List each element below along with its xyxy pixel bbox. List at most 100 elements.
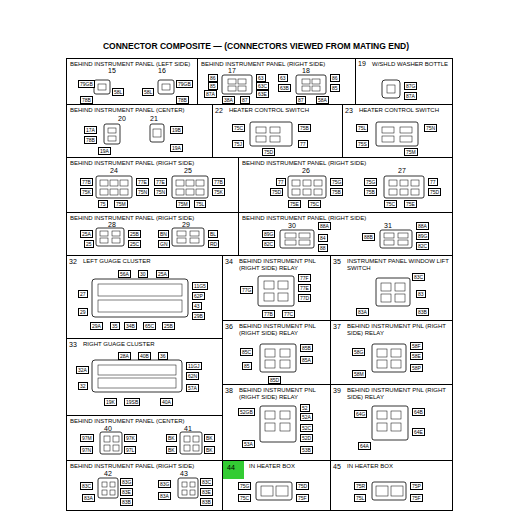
pin-label: 83A	[82, 494, 95, 502]
pin-label: 19K	[104, 398, 117, 406]
pin-label: 75L	[356, 124, 368, 132]
location-heading: BEHIND INSTRUMENT PANEL (RIGHT SIDE)	[67, 158, 238, 167]
pin-label: 30	[138, 270, 148, 278]
callout-number: 34	[225, 258, 233, 265]
pin-label: 57A	[186, 384, 199, 392]
pin-label: 82C	[262, 240, 275, 248]
pin-label: 77B	[262, 310, 275, 318]
pin-label: 83C	[80, 482, 93, 490]
pin-label: 75C	[384, 200, 397, 208]
pin-label: 34B	[124, 322, 137, 330]
pin-label: 83B	[416, 308, 429, 316]
pin-label: 75M	[176, 200, 190, 208]
pin-label: 78B	[176, 96, 189, 104]
pin-label: 85D	[268, 376, 281, 384]
pin-label: 64A	[358, 442, 371, 450]
location-heading: BEHIND INSTRUMENT PANEL (RIGHT SIDE)	[239, 213, 452, 222]
pin-label: 87G	[404, 82, 417, 90]
location-heading: RIGHT GUAGE CLUSTER	[67, 339, 222, 348]
pin-label: 17A	[84, 126, 97, 134]
location-heading: LEFT GUAGE CLUSTER	[67, 256, 222, 265]
pin-label: 25	[84, 240, 94, 248]
callout-number: 24	[110, 167, 118, 174]
pin-label: 86	[208, 74, 218, 82]
panel-cell: BEHIND INSTRUMENT PNL (RIGHT SIDE) RELAY	[330, 384, 453, 461]
pin-label: 36	[158, 352, 168, 360]
pin-label: 77E	[154, 178, 167, 186]
pin-label: 75E	[288, 200, 301, 208]
location-heading: HEATER CONTROL SWITCH	[213, 105, 342, 114]
pin-label: 85	[330, 84, 340, 92]
panel-cell: IN HEATER BOX	[330, 460, 453, 511]
location-heading: IN HEATER BOX	[223, 461, 330, 470]
pin-label: 19SB	[124, 398, 140, 406]
callout-number: 15	[108, 67, 116, 74]
pin-label: 75P	[410, 482, 423, 490]
panel-cell: RIGHT GUAGE CLUSTER	[66, 338, 223, 416]
location-heading: BEHIND INSTRUMENT PNL (RIGHT SIDE) RELAY	[223, 385, 330, 401]
pin-label: 63	[256, 74, 266, 82]
location-heading: HEATER CONTROL SWITCH	[343, 105, 452, 114]
pin-label: 85C	[240, 348, 253, 356]
callout-number: 29	[182, 221, 190, 228]
callout-number: 44	[227, 464, 235, 471]
diagram-title: CONNECTOR COMPOSITE — (CONNECTORS VIEWED…	[0, 41, 512, 51]
pin-label: 27	[78, 290, 88, 298]
pin-cavities	[98, 79, 419, 496]
pin-label: 77	[428, 178, 438, 186]
pin-label: 75	[98, 200, 108, 208]
pin-label: 75D	[428, 188, 441, 196]
pin-label: 77	[298, 140, 308, 148]
pin-label: 75N	[424, 124, 437, 132]
pin-label: 77B	[212, 178, 225, 186]
pin-label: 75J	[232, 140, 244, 148]
pin-label: 64E	[412, 428, 425, 436]
pin-label: 86	[330, 74, 340, 82]
pin-label: 52A	[300, 413, 313, 421]
pin-label: 75B	[330, 188, 343, 196]
pin-label: 87	[296, 96, 306, 104]
pin-label: 78B	[84, 136, 97, 144]
pin-label: 43	[192, 302, 202, 310]
pin-label: 97L	[124, 446, 136, 454]
pin-label: 62P	[192, 292, 205, 300]
callout-number: 23	[345, 107, 353, 114]
pin-label: 52	[300, 404, 310, 412]
pin-label: 25B	[162, 322, 175, 330]
pin-label: 97N	[80, 446, 93, 454]
pin-label: 83G	[120, 478, 133, 486]
pin-label: 85B	[300, 344, 313, 352]
pin-label: 83	[416, 290, 426, 298]
pin-label: 75M	[114, 200, 128, 208]
pin-label: 75C	[232, 124, 245, 132]
callout-number: 27	[398, 167, 406, 174]
callout-number: 31	[384, 222, 392, 229]
panel-cell: INSTRUMENT PANEL WINDOW LIFT SWITCH	[330, 255, 453, 321]
pin-label: 77	[276, 178, 286, 186]
pin-label: 79GB	[78, 80, 95, 88]
pin-label: 29B	[192, 312, 205, 320]
pin-label: 85	[242, 362, 252, 370]
pin-label: 82C	[416, 242, 429, 250]
pin-label: 75D	[262, 148, 275, 156]
callout-number: 41	[184, 425, 192, 432]
pin-label: 52C	[300, 424, 313, 432]
callout-number: 21	[150, 115, 158, 122]
callout-number: 40	[104, 425, 112, 432]
pin-label: 85A	[300, 356, 313, 364]
panel-cell: BEHIND INSTRUMENT PNL (RIGHT SIDE) RELAY	[222, 384, 331, 461]
pin-label: 79GB	[176, 80, 193, 88]
pin-label: 52GB	[238, 408, 255, 416]
pin-label: 65C	[143, 322, 156, 330]
pin-label: 58E	[410, 352, 423, 360]
pin-label: 40B	[138, 352, 151, 360]
pin-label: 83C	[200, 478, 213, 486]
pin-label: 29A	[90, 322, 103, 330]
pin-label: 63B	[278, 84, 291, 92]
pin-label: 19A	[98, 147, 111, 155]
panel-cell: BEHIND INSTRUMENT PNL (RIGHT SIDE) RELAY	[222, 255, 331, 321]
pin-label: 75S	[356, 140, 369, 148]
pin-label: 89G	[416, 232, 429, 240]
pin-label: 78B	[80, 96, 93, 104]
pin-label: 88A	[318, 222, 331, 230]
